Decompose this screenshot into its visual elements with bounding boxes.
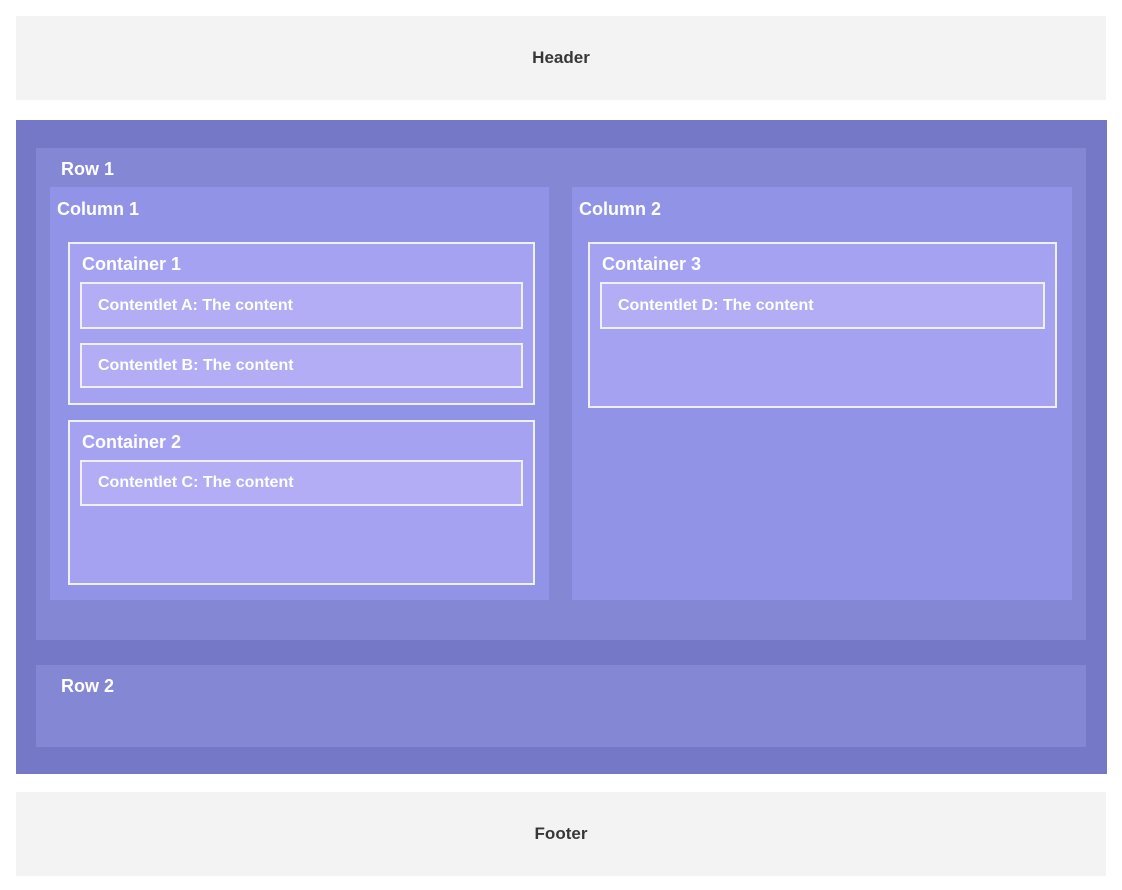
header-section: Header [16, 16, 1106, 100]
footer-label: Footer [534, 824, 588, 843]
column-2: Column 2 Container 3 Contentlet D: The c… [572, 187, 1072, 600]
page-body: Row 1 Column 1 Container 1 Contentlet A:… [16, 120, 1107, 774]
row-1-columns: Column 1 Container 1 Contentlet A: The c… [50, 187, 1072, 600]
container-2: Container 2 Contentlet C: The content [68, 420, 535, 585]
container-1: Container 1 Contentlet A: The content Co… [68, 242, 535, 405]
row-2: Row 2 [36, 665, 1086, 747]
row-2-label: Row 2 [61, 676, 115, 696]
contentlet-a: Contentlet A: The content [80, 282, 523, 329]
contentlet-a-label: Contentlet A: The content [98, 296, 293, 314]
contentlet-d: Contentlet D: The content [600, 282, 1045, 329]
row-1: Row 1 Column 1 Container 1 Contentlet A:… [36, 148, 1086, 640]
contentlet-d-label: Contentlet D: The content [618, 296, 814, 314]
container-3-label: Container 3 [602, 254, 702, 274]
contentlet-c: Contentlet C: The content [80, 460, 523, 506]
column-1: Column 1 Container 1 Contentlet A: The c… [50, 187, 549, 600]
contentlet-b: Contentlet B: The content [80, 343, 523, 388]
header-label: Header [532, 48, 590, 67]
contentlet-b-label: Contentlet B: The content [98, 356, 294, 374]
column-2-label: Column 2 [579, 199, 662, 219]
container-2-label: Container 2 [82, 432, 182, 452]
column-1-label: Column 1 [57, 199, 140, 219]
row-1-label: Row 1 [61, 159, 115, 179]
container-1-label: Container 1 [82, 254, 182, 274]
contentlet-c-label: Contentlet C: The content [98, 474, 294, 491]
footer-section: Footer [16, 792, 1106, 876]
container-3: Container 3 Contentlet D: The content [588, 242, 1057, 408]
